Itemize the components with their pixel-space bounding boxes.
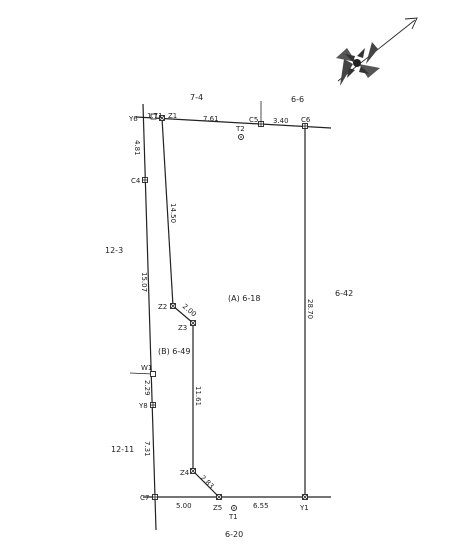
- point-label-c5: C5: [249, 116, 258, 124]
- boundary-lines: [129, 101, 332, 531]
- top-boundary: [135, 116, 332, 129]
- left-boundary: [142, 103, 157, 531]
- dimension-labels: 1.71 7.61 3.40 4.81 14.50 15.07 2.00 11.…: [133, 112, 314, 510]
- point-label-y6: Y6: [128, 115, 138, 123]
- parcel-label-main-a: (A) 6-18: [228, 294, 260, 303]
- dimension-z1-c5: 7.61: [203, 115, 219, 123]
- dimension-c6-y1: 28.70: [306, 299, 314, 319]
- north-arrow-icon: [336, 17, 418, 86]
- w1-marker: [150, 371, 156, 377]
- point-label-c7: C7: [140, 494, 149, 502]
- z4-z5-line: [192, 470, 220, 498]
- point-label-w1: W1: [141, 364, 152, 372]
- point-labels: Y6 Z1 C5 C6 T2 C4 Z2 Z3 W1 Y8 Z4 C7 Z5 T…: [128, 112, 311, 521]
- point-label-y1: Y1: [299, 504, 309, 512]
- dimension-z1-z2: 14.50: [169, 203, 177, 223]
- dimension-y6-z1: 1.71: [147, 112, 163, 120]
- parcel-label-main-b: (B) 6-49: [158, 347, 190, 356]
- parcel-label-left-upper: 12-3: [105, 246, 123, 255]
- y6-marker: [150, 113, 157, 120]
- point-label-z4: Z4: [180, 469, 190, 477]
- point-label-z2: Z2: [158, 303, 167, 311]
- dimension-z3-z4: 11.61: [194, 386, 202, 406]
- parcel-label-top-right: 6-6: [291, 95, 304, 104]
- dimension-z4-z5: 2.83: [199, 474, 216, 491]
- dimension-c7-z5: 5.00: [176, 502, 192, 510]
- point-label-t1: T1: [228, 513, 238, 521]
- w1-tick: [129, 372, 154, 375]
- dimension-c5-c6: 3.40: [273, 117, 289, 125]
- point-label-z3: Z3: [178, 324, 187, 332]
- parcel-labels: 7-4 6-6 12-3 12-11 6-42 6-20 (A) 6-18 (B…: [105, 93, 353, 539]
- dimension-c4-w1: 15.07: [140, 272, 148, 292]
- z2-z3-line: [172, 305, 194, 324]
- point-label-y8: Y8: [138, 402, 148, 410]
- point-label-c6: C6: [301, 116, 311, 124]
- point-label-c4: C4: [131, 177, 141, 185]
- point-label-z1: Z1: [168, 112, 177, 120]
- z1-z2-line: [161, 117, 174, 307]
- point-label-z5: Z5: [213, 504, 222, 512]
- parcel-label-right: 6-42: [335, 289, 353, 298]
- dimension-y8-c7: 7.31: [143, 441, 151, 457]
- parcel-label-top-left: 7-4: [190, 93, 203, 102]
- dimension-z2-z3: 2.00: [181, 302, 198, 318]
- parcel-label-bottom: 6-20: [225, 530, 243, 539]
- parcel-label-left-lower: 12-11: [111, 445, 134, 454]
- dimension-y6-c4: 4.81: [133, 140, 141, 156]
- point-label-t2: T2: [235, 125, 245, 133]
- dimension-w1-y8: 2.29: [143, 380, 151, 396]
- dimension-z5-y1: 6.55: [253, 502, 269, 510]
- survey-markers: [142, 113, 308, 511]
